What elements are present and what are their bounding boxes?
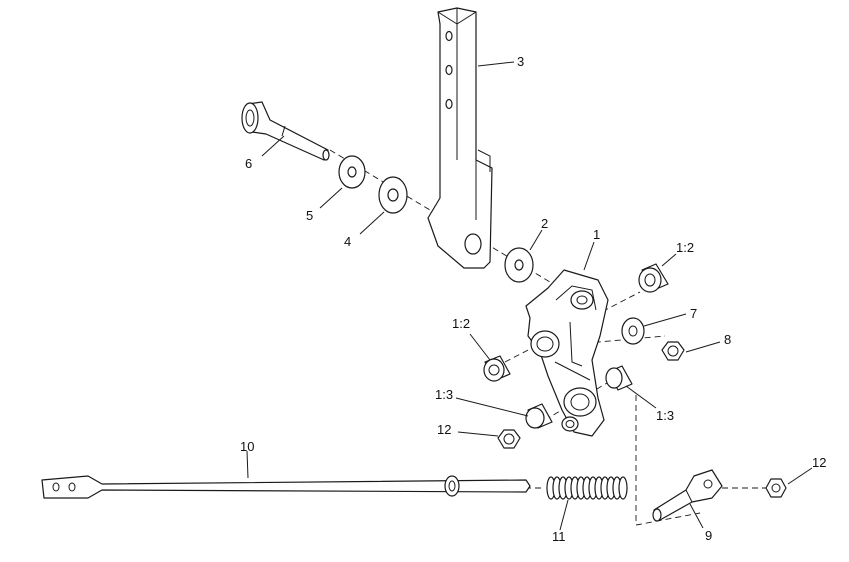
part-1-3-bushing-right <box>605 365 633 391</box>
callout-4: 4 <box>344 234 351 249</box>
part-12-nut-left <box>497 429 521 449</box>
part-3-pedal-arm <box>427 7 493 269</box>
part-4-washer <box>378 176 408 214</box>
part-5-washer <box>338 155 366 189</box>
part-6-pivot-pin <box>241 101 330 161</box>
callout-labels: 1 2 3 4 5 6 7 8 9 10 11 12 12 1:2 1:2 1:… <box>240 54 826 544</box>
callout-5: 5 <box>306 208 313 223</box>
part-11-spring <box>546 476 628 500</box>
callout-8: 8 <box>724 332 731 347</box>
callout-12-left: 12 <box>437 422 451 437</box>
part-1-pivot-lever <box>525 269 609 437</box>
callout-10: 10 <box>240 439 254 454</box>
callout-2: 2 <box>541 216 548 231</box>
part-1-2-bushing-left <box>483 355 511 382</box>
callout-6: 6 <box>245 156 252 171</box>
callout-1-2-upper: 1:2 <box>676 240 694 255</box>
part-12-nut-right <box>765 478 787 498</box>
callout-leaders <box>246 61 813 531</box>
callout-3: 3 <box>517 54 524 69</box>
callout-1-3-right: 1:3 <box>656 408 674 423</box>
callout-12-right: 12 <box>812 455 826 470</box>
callout-1-3-left: 1:3 <box>435 387 453 402</box>
part-7-washer <box>621 317 645 345</box>
part-1-2-bushing-upper <box>638 263 669 293</box>
part-2-washer <box>504 247 534 283</box>
part-8-nut <box>661 341 685 361</box>
callout-11: 11 <box>552 529 566 544</box>
callout-7: 7 <box>690 306 697 321</box>
part-10-rod <box>41 475 531 499</box>
part-9-clevis <box>652 469 723 522</box>
part-1-3-bushing-left <box>525 403 553 429</box>
callout-1: 1 <box>593 227 600 242</box>
callout-9: 9 <box>705 528 712 543</box>
callout-1-2-left: 1:2 <box>452 316 470 331</box>
